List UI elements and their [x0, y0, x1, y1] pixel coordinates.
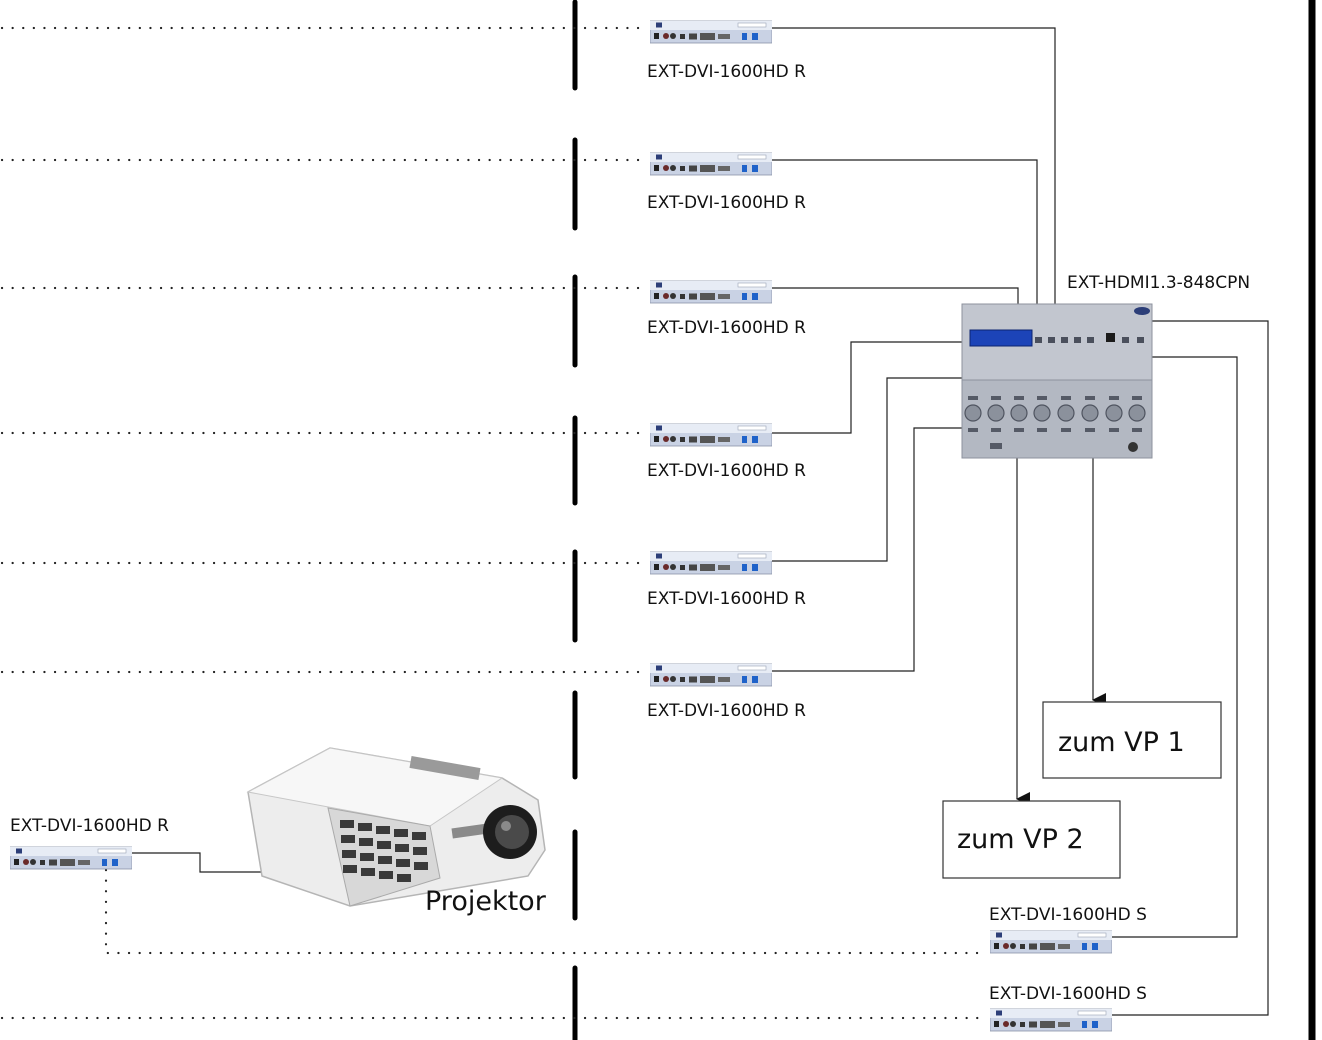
projector-receiver: EXT-DVI-1600HD R [10, 816, 169, 870]
projector-lens-glint [501, 821, 511, 831]
projector: Projektor [246, 747, 547, 917]
matrix-power-jack [1128, 442, 1138, 452]
connection-lines [130, 27, 1269, 1016]
projector-top-panel [409, 756, 481, 780]
receivers: EXT-DVI-1600HD R EXT-DVI-1600HD R EXT-DV… [647, 20, 806, 721]
matrix-logo [1134, 307, 1150, 315]
sender-label: EXT-DVI-1600HD S [989, 905, 1147, 925]
output-label-vp1: zum VP 1 [1058, 727, 1185, 758]
receiver-device [650, 663, 772, 687]
projector-label: Projektor [425, 886, 547, 917]
matrix-buttons [1035, 333, 1144, 343]
receiver-label: EXT-DVI-1600HD R [647, 461, 806, 481]
conn-sender-1 [1112, 356, 1238, 938]
sender-device [990, 1008, 1112, 1032]
receiver-device [650, 551, 772, 575]
matrix-switch: EXT-HDMI1.3-848CPN [961, 273, 1250, 459]
projector-badge [451, 823, 489, 839]
conn-projector [130, 852, 287, 873]
projector-receiver-label: EXT-DVI-1600HD R [10, 816, 169, 836]
receiver-device [650, 20, 772, 44]
receiver-device [650, 280, 772, 304]
matrix-lcd [969, 329, 1033, 347]
conn-receiver-5 [770, 377, 962, 562]
output-box-vp2 [942, 800, 1121, 879]
projector-receiver-device [10, 846, 132, 870]
conn-sender-2 [1112, 320, 1269, 1016]
matrix-hdmi-ports [968, 396, 1142, 449]
conn-receiver-6 [770, 427, 962, 672]
dotted-cables [0, 26, 987, 1020]
conn-receiver-3 [770, 287, 1019, 305]
output-box-vp1 [1042, 701, 1222, 779]
output-label-vp2: zum VP 2 [957, 824, 1084, 855]
receiver-device [650, 423, 772, 447]
sender-device [990, 930, 1112, 954]
receiver-label: EXT-DVI-1600HD R [647, 193, 806, 213]
receiver-label: EXT-DVI-1600HD R [647, 589, 806, 609]
senders: EXT-DVI-1600HD S EXT-DVI-1600HD S [989, 905, 1147, 1032]
receiver-label: EXT-DVI-1600HD R [647, 701, 806, 721]
receiver-label: EXT-DVI-1600HD R [647, 62, 806, 82]
projector-vents [340, 820, 428, 882]
conn-receiver-1 [770, 27, 1056, 305]
matrix-ports [964, 404, 1146, 422]
conn-receiver-2 [770, 159, 1038, 305]
sender-label: EXT-DVI-1600HD S [989, 984, 1147, 1004]
matrix-label: EXT-HDMI1.3-848CPN [1067, 273, 1250, 293]
receiver-device [650, 152, 772, 176]
output-boxes: zum VP 1 zum VP 2 [942, 701, 1222, 879]
receiver-label: EXT-DVI-1600HD R [647, 318, 806, 338]
conn-receiver-4 [770, 341, 962, 434]
dotted-cable-projector [104, 868, 987, 955]
projector-lens [495, 815, 529, 849]
